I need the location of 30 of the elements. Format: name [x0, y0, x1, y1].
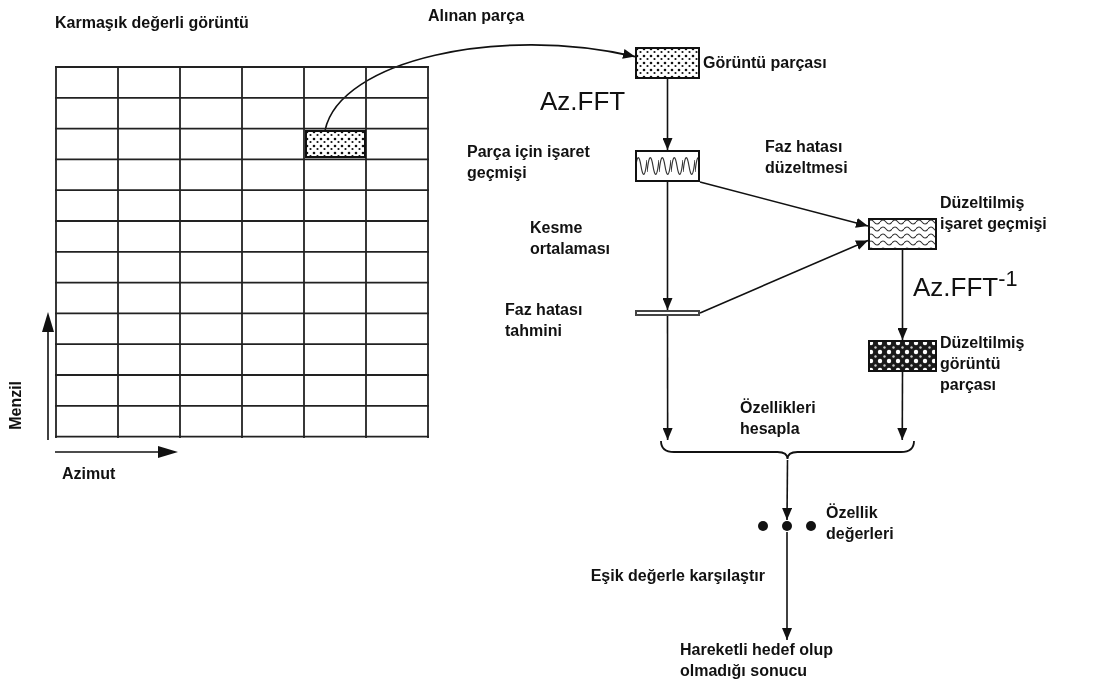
- image-patch-icon: [868, 340, 937, 372]
- arrow: [699, 239, 869, 314]
- node-caption: Düzeltilmiş görüntü parçası: [940, 333, 1026, 395]
- arrow: [699, 181, 869, 228]
- node-caption: Özellik değerleri: [826, 503, 895, 544]
- node-caption: Düzeltilmiş işaret geçmişi: [940, 193, 1048, 234]
- dot-row: [757, 520, 817, 532]
- image-title: Karmaşık değerli görüntü: [55, 13, 249, 33]
- arrow: [897, 249, 908, 341]
- arrow: [897, 371, 908, 441]
- node-caption: Faz hatası tahmini: [505, 300, 584, 341]
- arrow: [662, 78, 673, 151]
- speckled-patch: [305, 130, 366, 158]
- curly-brace: [660, 440, 915, 460]
- signal-history-icon: [868, 218, 937, 250]
- image-patch-icon: [635, 47, 700, 79]
- node-caption: Özellikleri hesapla: [740, 398, 817, 439]
- node-caption: Parça için işaret geçmişi: [467, 142, 591, 183]
- axis-label: Menzil: [6, 380, 26, 430]
- result-text: Hareketli hedef olup olmadığı sonucu: [680, 640, 834, 681]
- arrow: [782, 459, 793, 521]
- arrow: [662, 181, 673, 311]
- arrow: [782, 531, 792, 641]
- signal-history-icon: [635, 150, 700, 182]
- edge-label: Alınan parça: [428, 6, 525, 27]
- arrow: [662, 315, 673, 441]
- phase-error-bar: [635, 310, 700, 316]
- node-caption: Görüntü parçası: [703, 53, 827, 73]
- arrow: [324, 44, 636, 131]
- axis-label: Azimut: [62, 464, 116, 484]
